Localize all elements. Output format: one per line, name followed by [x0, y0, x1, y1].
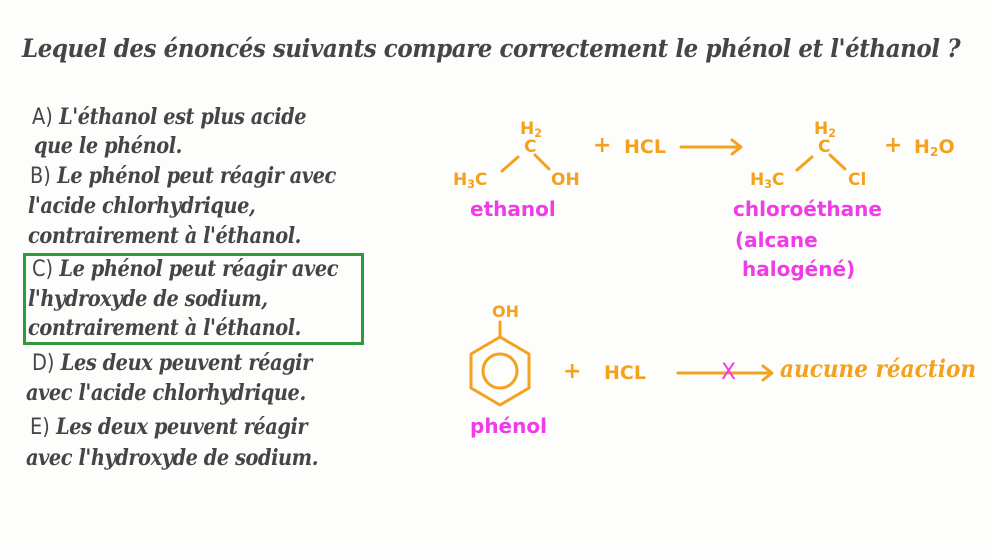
water-h2o: H2O [914, 136, 955, 160]
ethanol-ch3: H3C [453, 170, 488, 191]
question-text: Lequel des énoncés suivants compare corr… [22, 34, 961, 63]
option-a-letter: A) [32, 105, 53, 130]
option-b-line-1: Le phénol peut réagir avec [57, 163, 336, 189]
phenol-oh: OH [492, 302, 519, 321]
option-b-line-2: l'acide chlorhydrique, [28, 193, 256, 219]
option-d-letter: D) [32, 351, 55, 376]
option-e-line-2: avec l'hydroxyde de sodium. [26, 445, 319, 471]
option-b[interactable]: B) Le phénol peut réagir avec [30, 163, 336, 189]
option-c[interactable]: C) Le phénol peut réagir avec [32, 256, 338, 282]
no-reaction-text: aucune réaction [780, 354, 977, 383]
option-a-line-1: L'éthanol est plus acide [59, 104, 307, 130]
option-a[interactable]: A) L'éthanol est plus acide [32, 104, 307, 130]
option-d[interactable]: D) Les deux peuvent réagir [32, 350, 312, 376]
option-d-line-1: Les deux peuvent réagir [60, 350, 313, 376]
chloroethane-ch3: H3C [750, 170, 785, 191]
phenol-label: phénol [470, 414, 547, 438]
option-e[interactable]: E) Les deux peuvent réagir [30, 414, 308, 440]
ethanol-oh: OH [551, 170, 580, 190]
option-b-letter: B) [30, 164, 51, 189]
reaction1-plus-1: + [593, 133, 612, 158]
option-e-line-1: Les deux peuvent réagir [56, 414, 308, 440]
option-c-line-3: contrairement à l'éthanol. [28, 315, 301, 341]
ethanol-label: ethanol [470, 197, 556, 221]
option-e-letter: E) [30, 415, 50, 440]
reaction1-reagent-hcl: HCL [624, 136, 666, 158]
option-a-line-2: que le phénol. [34, 133, 182, 159]
alcane-note-line-2: halogéné) [742, 257, 856, 281]
chloroethane-carbon: C [818, 137, 831, 157]
reaction2-reagent-hcl: HCL [604, 362, 646, 384]
reaction1-plus-2: + [884, 133, 903, 158]
correct-answer-box [23, 253, 364, 345]
reaction2-plus: + [563, 359, 582, 384]
chloroethane-h2: H2 [814, 119, 836, 140]
option-c-line-1: Le phénol peut réagir avec [59, 256, 339, 282]
no-reaction-x-icon: X [721, 360, 737, 385]
alcane-note-line-1: (alcane [735, 228, 818, 252]
option-d-line-2: avec l'acide chlorhydrique. [26, 380, 306, 406]
option-c-line-2: l'hydroxyde de sodium, [28, 286, 268, 312]
option-c-letter: C) [32, 257, 54, 282]
chloroethane-cl: Cl [848, 170, 867, 190]
chloroethane-label: chloroéthane [733, 197, 882, 221]
option-b-line-3: contrairement à l'éthanol. [28, 223, 301, 249]
ethanol-h2: H2 [520, 119, 542, 140]
ethanol-carbon: C [524, 137, 537, 157]
